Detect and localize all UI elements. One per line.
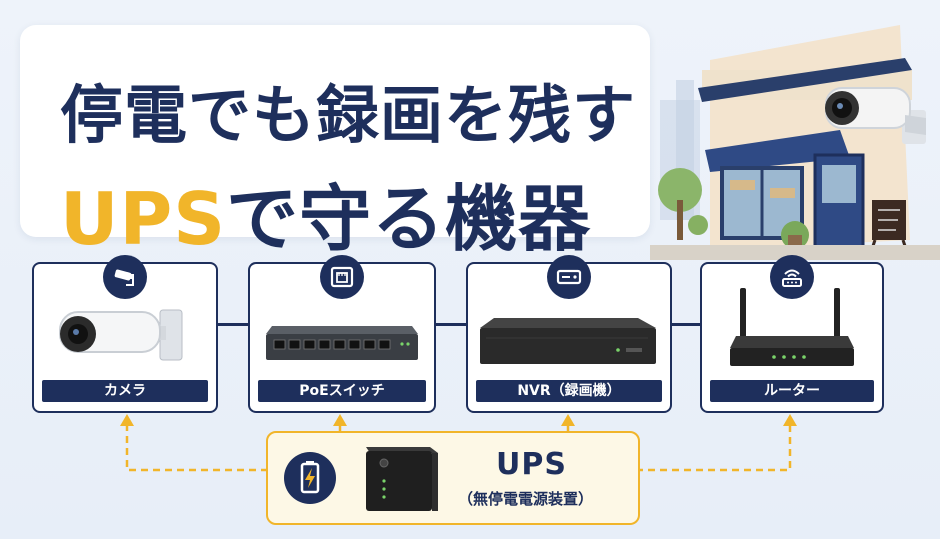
ethernet-port-icon <box>320 255 364 299</box>
title-line-2-rest: で守る機器 <box>226 177 592 261</box>
poe-switch-image <box>266 326 418 360</box>
title-line-2: UPSで守る機器 <box>60 160 591 265</box>
link-nvr-router <box>668 323 700 326</box>
router-image <box>730 288 854 366</box>
camera-image <box>59 309 183 361</box>
title-panel: 停電でも録画を残す UPSで守る機器 <box>20 25 650 261</box>
nvr-image <box>480 318 656 364</box>
device-card-router: ルーター <box>700 255 884 413</box>
device-card-poe-switch: PoEスイッチ <box>248 255 436 413</box>
wifi-router-icon <box>770 255 814 299</box>
device-card-nvr: NVR（録画機） <box>466 255 672 413</box>
storefront-illustration <box>650 25 940 260</box>
cctv-camera-icon <box>103 255 147 299</box>
device-label-poe-switch: PoEスイッチ <box>258 380 426 402</box>
ups-box: UPS （無停電電源装置） <box>266 431 640 525</box>
ups-subtitle: （無停電電源装置） <box>458 490 594 508</box>
ups-device-image <box>366 447 438 511</box>
device-label-router: ルーター <box>710 380 874 402</box>
battery-charging-icon <box>284 452 336 504</box>
title-line-1: 停電でも録画を残す <box>60 79 636 152</box>
recorder-icon <box>547 255 591 299</box>
ups-title: UPS <box>496 447 567 482</box>
device-card-camera: カメラ <box>32 255 218 413</box>
device-label-camera: カメラ <box>42 380 208 402</box>
title-accent-ups: UPS <box>60 177 227 261</box>
link-switch-nvr <box>432 323 466 326</box>
link-camera-switch <box>216 323 248 326</box>
device-label-nvr: NVR（録画機） <box>476 380 662 402</box>
